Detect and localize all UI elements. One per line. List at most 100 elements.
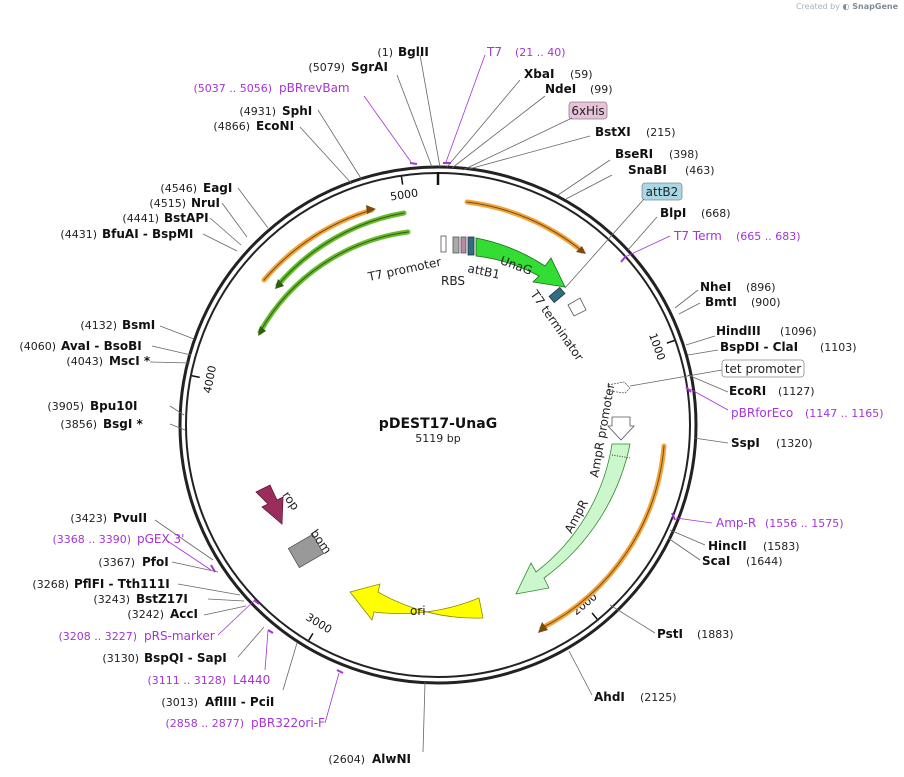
svg-text:EcoNI: EcoNI xyxy=(256,119,294,133)
svg-text:(3367): (3367) xyxy=(98,556,135,569)
6xhis-shape xyxy=(460,236,467,254)
svg-text:PfoI: PfoI xyxy=(142,555,169,569)
svg-text:BspQI - SapI: BspQI - SapI xyxy=(144,651,227,665)
svg-text:(4546): (4546) xyxy=(160,182,197,195)
svg-text:SspI: SspI xyxy=(731,436,760,450)
svg-text:NheI: NheI xyxy=(700,280,731,294)
site-bstapi: (4441)BstAPI xyxy=(122,211,208,225)
site-nhei: NheI (896) xyxy=(700,280,776,294)
feature-shapes xyxy=(255,235,635,621)
svg-text:BfuAI - BspMI: BfuAI - BspMI xyxy=(102,227,193,241)
svg-text:T7: T7 xyxy=(486,45,502,59)
attb1-label: attB1 xyxy=(466,261,501,281)
svg-text:pGEX 3': pGEX 3' xyxy=(137,532,184,546)
rop-arrow xyxy=(255,484,284,525)
svg-text:AlwNI: AlwNI xyxy=(372,752,411,766)
svg-text:(4132): (4132) xyxy=(80,319,117,332)
site-ndei: NdeI(99) xyxy=(545,82,613,96)
svg-text:PvuII: PvuII xyxy=(113,511,147,525)
site-econi: (4866) EcoNI xyxy=(213,119,294,133)
site-afliii-pcii: (3013)AflIII - PciI xyxy=(161,695,274,709)
primer-t7-term: T7 Term(665 .. 683) xyxy=(673,229,801,243)
primer-amp-r: Amp-R(1556 .. 1575) xyxy=(716,516,844,530)
tet-promoter-leader xyxy=(629,369,723,387)
plasmid-length: 5119 bp xyxy=(415,432,460,445)
site-ecori: EcoRI (1127) xyxy=(729,384,815,398)
svg-text:SnaBI: SnaBI xyxy=(628,163,667,177)
site-sspi: SspI(1320) xyxy=(731,436,813,450)
rop-label: rop xyxy=(280,489,303,513)
svg-text:(4866): (4866) xyxy=(213,120,250,133)
svg-text:HindIII: HindIII xyxy=(716,324,761,338)
site-pflfi-tth111i: (3268) PflFI - Tth111I xyxy=(32,577,169,591)
svg-text:(1127): (1127) xyxy=(778,385,815,398)
svg-text:(1883): (1883) xyxy=(697,628,734,641)
snapgene-logo-icon: ◐ SnapGene xyxy=(842,2,898,11)
primer-t7: T7 (21 .. 40) xyxy=(486,45,566,59)
svg-text:Amp-R: Amp-R xyxy=(716,516,756,530)
sites-right-group: XbaI(59) NdeI(99) BstXI(215) BseRI(398) … xyxy=(524,67,857,704)
site-bseri: BseRI(398) xyxy=(615,147,699,161)
svg-text:(5037 .. 5056): (5037 .. 5056) xyxy=(193,82,272,95)
svg-text:(1644): (1644) xyxy=(746,555,783,568)
svg-text:(3423): (3423) xyxy=(70,512,107,525)
svg-text:(21 .. 40): (21 .. 40) xyxy=(515,46,566,59)
site-leader-lines xyxy=(149,54,729,753)
svg-text:attB2: attB2 xyxy=(646,185,679,199)
backbone-outer xyxy=(178,165,698,685)
site-hindiii: HindIII(1096) xyxy=(716,324,817,338)
svg-text:(1103): (1103) xyxy=(820,341,857,354)
site-bstxi: BstXI(215) xyxy=(595,125,676,139)
rbs-label: RBS xyxy=(441,274,465,288)
orf-arc-top-right-core xyxy=(466,201,583,252)
svg-text:EcoRI: EcoRI xyxy=(729,384,766,398)
sites-left-group: (1)BglII (5079)SgrAI (4931)SphI (4866)Ec… xyxy=(19,45,428,766)
ori-label: ori xyxy=(410,604,426,618)
orf-arrow-left-orange xyxy=(366,205,376,214)
svg-text:(4431): (4431) xyxy=(60,228,97,241)
svg-text:(2858 .. 2877): (2858 .. 2877) xyxy=(165,717,244,730)
orf-arc-left-orange-core xyxy=(263,209,373,281)
site-pvuii: (3423) PvuII xyxy=(70,511,147,525)
svg-text:BsmI: BsmI xyxy=(122,318,155,332)
svg-text:(665 .. 683): (665 .. 683) xyxy=(736,230,801,243)
orf-arcs xyxy=(257,199,667,633)
svg-text:(398): (398) xyxy=(669,148,699,161)
svg-text:(896): (896) xyxy=(746,281,776,294)
svg-text:(3368 .. 3390): (3368 .. 3390) xyxy=(52,533,131,546)
bom-shape xyxy=(287,533,325,569)
svg-text:6xHis: 6xHis xyxy=(571,104,604,118)
svg-text:(1147 .. 1165): (1147 .. 1165) xyxy=(805,407,884,420)
svg-text:Bpu10I: Bpu10I xyxy=(90,399,137,413)
primers-group: T7 (21 .. 40) T7 Term(665 .. 683) pBRforE… xyxy=(52,45,883,730)
site-bfuai-bspmi: (4431) BfuAI - BspMI xyxy=(60,227,193,241)
6xhis-leader xyxy=(462,117,573,171)
svg-text:(59): (59) xyxy=(570,68,593,81)
svg-text:HincII: HincII xyxy=(708,539,747,553)
tag-tet-promoter: tet promoter xyxy=(721,359,805,378)
primer-pbr322ori-f: (2858 .. 2877) pBR322ori-F xyxy=(165,716,325,730)
svg-text:pBR322ori-F: pBR322ori-F xyxy=(251,716,325,730)
svg-text:ScaI: ScaI xyxy=(702,554,730,568)
primer-pbrforeco: pBRforEco (1147 .. 1165) xyxy=(731,406,884,420)
site-pfoi: (3367) PfoI xyxy=(98,555,168,569)
svg-text:(2604): (2604) xyxy=(328,753,365,766)
svg-text:BstXI: BstXI xyxy=(595,125,631,139)
site-sgrai: (5079)SgrAI xyxy=(308,60,387,74)
svg-text:pRS-marker: pRS-marker xyxy=(144,629,215,643)
svg-text:pBRforEco: pBRforEco xyxy=(731,406,793,420)
svg-text:PflFI - Tth111I: PflFI - Tth111I xyxy=(74,577,170,591)
svg-text:(3242): (3242) xyxy=(127,608,164,621)
ori-arrow xyxy=(349,583,484,621)
svg-text:AccI: AccI xyxy=(170,607,198,621)
site-snabi: SnaBI(463) xyxy=(628,163,715,177)
svg-text:(4043): (4043) xyxy=(66,355,103,368)
snapgene-credit: Created by ◐ SnapGene xyxy=(795,2,898,11)
svg-text:BglII: BglII xyxy=(398,45,429,59)
svg-text:(3013): (3013) xyxy=(161,696,198,709)
svg-text:(3268): (3268) xyxy=(32,578,69,591)
ampr-promoter-shape xyxy=(607,416,635,441)
svg-text:SgrAI: SgrAI xyxy=(351,60,388,74)
orf-arrow-right xyxy=(538,622,548,633)
site-bmti: BmtI(900) xyxy=(705,295,781,309)
